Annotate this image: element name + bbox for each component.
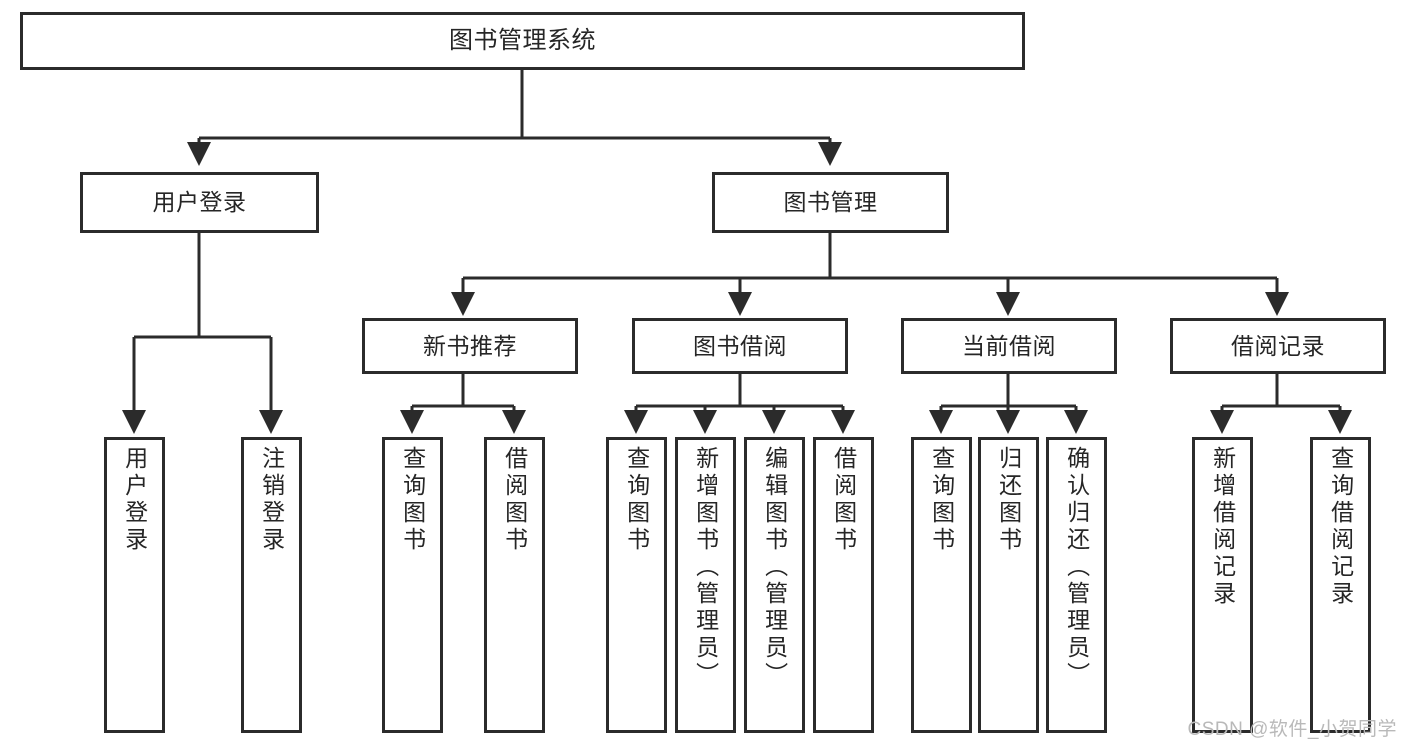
node-label: 新增图书（管理员） [692, 446, 719, 689]
node-label: 新增借阅记录 [1209, 446, 1236, 608]
node-book-management[interactable]: 图书管理 [712, 172, 949, 233]
node-borrow-record[interactable]: 借阅记录 [1170, 318, 1386, 374]
node-label: 编辑图书（管理员） [761, 446, 788, 689]
node-leaf-user-login[interactable]: 用户登录 [104, 437, 165, 733]
node-label: 查询借阅记录 [1327, 446, 1354, 608]
node-label: 查询图书 [928, 446, 955, 554]
node-label: 新书推荐 [423, 332, 517, 359]
node-user-login[interactable]: 用户登录 [80, 172, 319, 233]
node-label: 确认归还（管理员） [1063, 446, 1090, 689]
node-label: 当前借阅 [962, 332, 1056, 359]
node-leaf-add-book-admin[interactable]: 新增图书（管理员） [675, 437, 736, 733]
node-label: 归还图书 [995, 446, 1022, 554]
node-label: 借阅记录 [1231, 332, 1325, 359]
node-leaf-query-book-current[interactable]: 查询图书 [911, 437, 972, 733]
node-label: 图书借阅 [693, 332, 787, 359]
node-leaf-confirm-return-admin[interactable]: 确认归还（管理员） [1046, 437, 1107, 733]
node-leaf-query-book-recommend[interactable]: 查询图书 [382, 437, 443, 733]
node-leaf-borrow-book-recommend[interactable]: 借阅图书 [484, 437, 545, 733]
node-leaf-query-book[interactable]: 查询图书 [606, 437, 667, 733]
node-leaf-add-borrow-record[interactable]: 新增借阅记录 [1192, 437, 1253, 733]
node-current-borrow[interactable]: 当前借阅 [901, 318, 1117, 374]
node-label: 图书管理系统 [449, 27, 596, 55]
node-label: 借阅图书 [501, 446, 528, 554]
node-leaf-query-borrow-record[interactable]: 查询借阅记录 [1310, 437, 1371, 733]
node-label: 图书管理 [783, 189, 878, 216]
node-root-book-management-system[interactable]: 图书管理系统 [20, 12, 1025, 70]
node-leaf-edit-book-admin[interactable]: 编辑图书（管理员） [744, 437, 805, 733]
node-new-book-recommend[interactable]: 新书推荐 [362, 318, 578, 374]
node-book-borrow[interactable]: 图书借阅 [632, 318, 848, 374]
node-label: 注销登录 [258, 446, 285, 554]
node-label: 用户登录 [152, 189, 247, 216]
node-leaf-borrow-book[interactable]: 借阅图书 [813, 437, 874, 733]
node-label: 用户登录 [121, 446, 148, 554]
node-label: 查询图书 [399, 446, 426, 554]
node-label: 借阅图书 [830, 446, 857, 554]
node-label: 查询图书 [623, 446, 650, 554]
node-leaf-logout[interactable]: 注销登录 [241, 437, 302, 733]
node-leaf-return-book[interactable]: 归还图书 [978, 437, 1039, 733]
